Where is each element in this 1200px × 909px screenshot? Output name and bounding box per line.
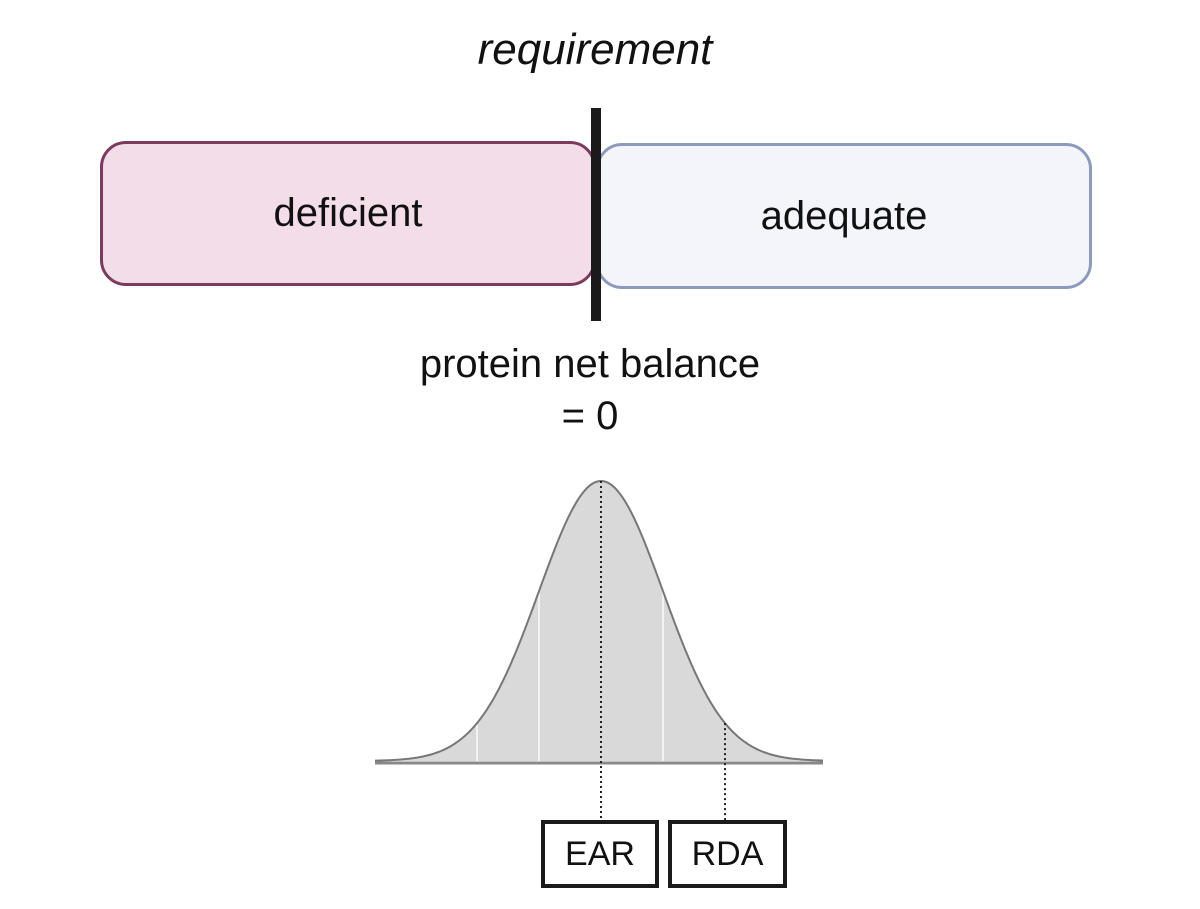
protein-net-balance-label: protein net balance = 0 — [380, 338, 800, 442]
balance-line-1: protein net balance — [419, 342, 761, 386]
adequate-label: adequate — [760, 193, 928, 238]
balance-line-2: = 0 — [561, 394, 619, 438]
marker-lines — [600, 481, 726, 820]
distribution-outline — [375, 479, 823, 762]
deficient-zone: deficient — [100, 141, 596, 286]
ear-label: EAR — [565, 834, 635, 873]
deficient-label: deficient — [273, 191, 423, 235]
adequate-zone: adequate — [596, 143, 1092, 289]
requirement-title: requirement — [477, 25, 713, 74]
sd-gridlines — [476, 593, 664, 761]
requirement-threshold-line — [591, 108, 601, 321]
rda-label: RDA — [691, 834, 764, 873]
ear-label-box: EAR — [541, 820, 659, 888]
rda-label-box: RDA — [668, 820, 787, 888]
distribution-area — [375, 481, 823, 761]
